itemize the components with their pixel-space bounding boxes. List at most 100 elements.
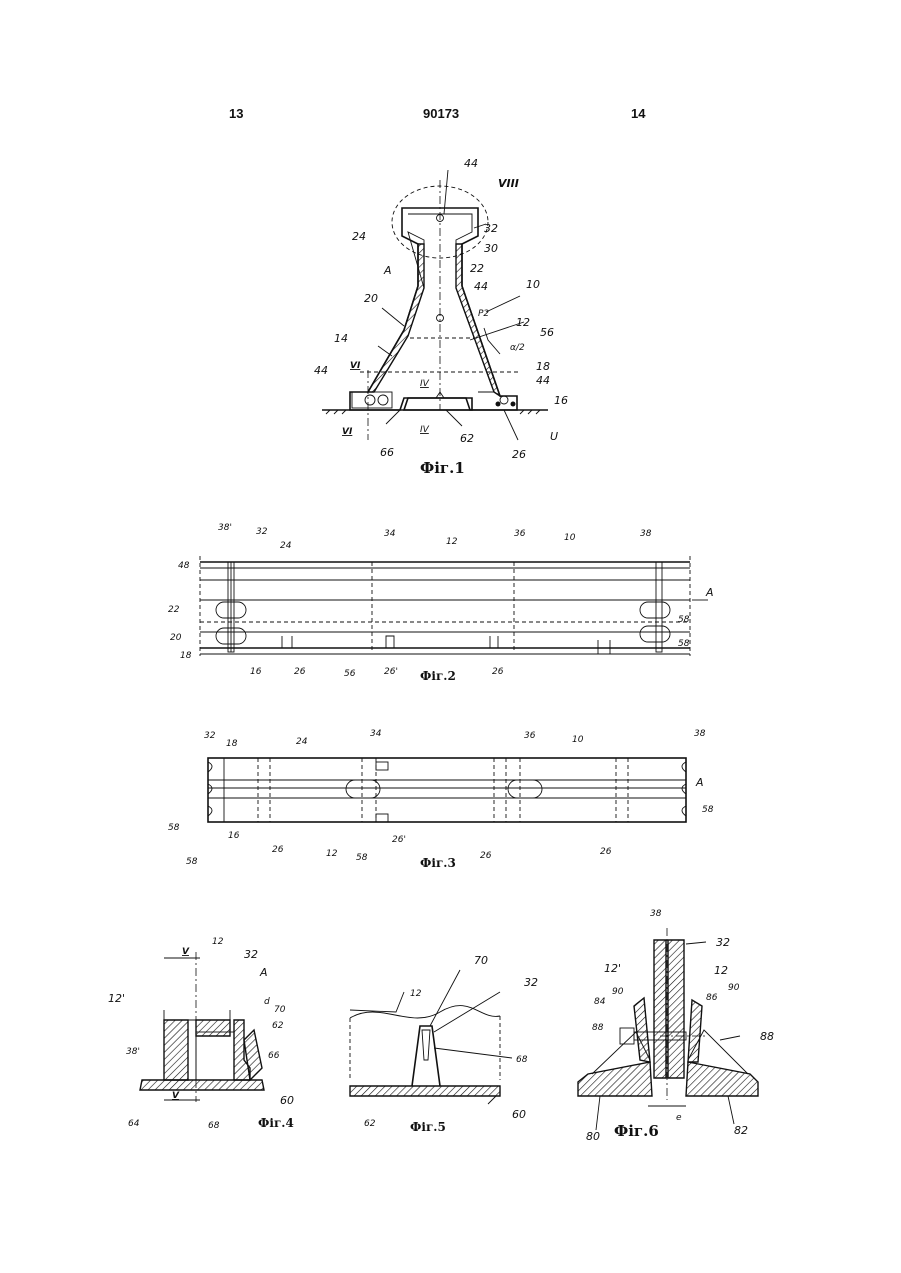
fig5-label: 32 [524,976,538,989]
fig3-label: 32 [204,731,216,741]
fig6-label: 12' [604,962,621,975]
fig6-web-12-prime [654,940,666,1078]
figure-4: 12 V 32 A 12' d 70 62 38' 66 V 60 64 68 [108,937,294,1131]
fig3-label: 38 [694,729,706,739]
fig5-label: 62 [364,1119,376,1129]
fig5-label: 60 [512,1108,526,1121]
fig6-label: 90 [728,983,740,993]
fig1-label: 10 [526,278,540,291]
fig2-label: A [705,586,714,599]
fig2-label: 26 [294,667,306,677]
fig2-label: 24 [280,541,292,551]
fig2-label: 34 [384,529,396,539]
fig1-label: 30 [484,242,498,255]
fig6-caption: Фіг.6 [614,1122,674,1140]
fig1-label: 32 [484,222,498,235]
fig2-label: 48 [178,561,190,571]
fig6-label: 12 [714,964,728,977]
fig4-label: 32 [244,948,258,961]
fig6-base-80 [578,1062,652,1096]
fig4-label: V [182,947,190,957]
left-wall-section [368,244,424,392]
fig5-label: 68 [516,1055,528,1065]
fig2-label: 16 [250,667,262,677]
fig4-label: 70 [274,1005,286,1015]
fig1-label: VI [342,427,353,437]
fig6-label: 32 [716,936,730,949]
fig1-label: 56 [540,326,554,339]
fig2-label: 36 [514,529,526,539]
fig1-label: 66 [380,446,394,459]
fig1-label: 16 [554,394,568,407]
fig5-wedge-68 [412,1026,440,1086]
joint-38 [656,562,662,652]
fig1-label: 44 [314,364,328,377]
fig2-label: 26 [492,667,504,677]
fig2-label: 10 [564,533,576,543]
fig3-label: 36 [524,731,536,741]
fig2-label: 38 [640,529,652,539]
fig2-label: 58 [678,639,690,649]
fig6-label: e [676,1113,682,1123]
fig5-label: 12 [410,989,422,999]
fig3-label: A [695,776,704,789]
fig1-label: α/2 [510,343,525,353]
fig1-label: 44 [536,374,550,387]
figure-2: 38' 32 24 34 12 36 10 38 48 22 A 58 20 5… [168,523,714,679]
fig1-label: VIII [498,177,519,190]
fig3-label: 26 [272,845,284,855]
fig4-label: A [259,966,268,979]
fig6-label: 86 [706,993,718,1003]
fig6-label: 88 [592,1023,604,1033]
fig2-label: 32 [256,527,268,537]
fig4-label: 64 [128,1119,140,1129]
fig5-plate-62 [350,1086,500,1096]
fig4-plate-60 [140,1080,264,1090]
fig5-break-line [350,1006,500,1018]
fig6-label: 80 [586,1130,600,1143]
fig3-label: 58 [356,853,368,863]
fig2-label: 12 [446,537,458,547]
fig2-label: 56 [344,669,356,679]
figure-5: 12 70 32 68 62 60 [350,954,538,1129]
fig6-web-12 [668,940,684,1078]
fig4-label: 66 [268,1051,280,1061]
fig3-label: 24 [296,737,308,747]
fig6-label: 82 [734,1124,748,1137]
fig3-label: 34 [370,729,382,739]
foot-clamp-left [352,392,392,408]
base-plate-62 [404,398,472,410]
fig1-label: 62 [460,432,474,445]
fig3-label: 18 [226,739,238,749]
fig1-label: 14 [334,332,348,345]
fig1-caption: Фіг.1 [420,459,490,477]
fig2-label: 22 [168,605,180,615]
fig4-caption: Фіг.4 [258,1116,318,1130]
fig3-label: 26' [392,835,406,845]
figure-1: 44 VIII 32 24 30 22 A 10 44 20 P2 12 14 … [314,157,568,461]
fig4-rail-12-prime [164,1020,188,1080]
fig3-label: 58 [702,805,714,815]
fig1-label: 24 [352,230,366,243]
fig5-caption: Фіг.5 [410,1120,470,1134]
fig3-label: 26 [600,847,612,857]
fig6-base-82 [686,1062,758,1096]
figure-6: 38 32 12' 12 84 90 86 90 88 88 80 e 82 [578,909,774,1143]
fig6-label: 38 [650,909,662,919]
fig4-label: 68 [208,1121,220,1131]
fig1-label: 44 [464,157,478,170]
fig3-plan-outline [208,758,686,822]
fig4-label: V [172,1091,180,1101]
fig2-caption: Фіг.2 [420,669,480,683]
fig4-label: 38' [126,1047,140,1057]
fig6-label: 84 [594,997,606,1007]
fig1-label: 26 [512,448,526,461]
fig2-label: 58 [678,615,690,625]
fig1-label: 44 [474,280,488,293]
fig4-label: 60 [280,1094,294,1107]
fig6-label: 90 [612,987,624,997]
fig2-label: 18 [180,651,192,661]
fig5-label: 70 [474,954,488,967]
fig1-label: IV [420,425,430,435]
fig3-label: 16 [228,831,240,841]
